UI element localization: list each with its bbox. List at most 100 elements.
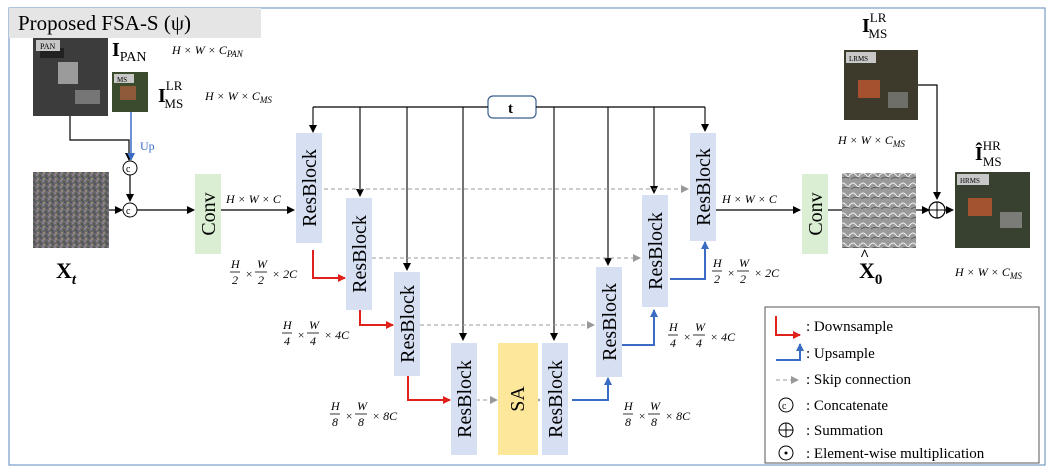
pan-label: IPAN	[112, 39, 147, 65]
self-attention-block: SA	[498, 343, 538, 455]
svg-text:H: H	[712, 256, 723, 270]
outer-frame	[8, 7, 1046, 466]
legend-downsample-icon	[775, 316, 801, 339]
ms-dim: H × W × CMS	[204, 89, 272, 105]
svg-text:4: 4	[670, 336, 676, 350]
dim-half-left: H 2 × W 2 × 2C	[230, 257, 298, 287]
svg-text:4: 4	[696, 336, 702, 350]
time-label: t	[508, 101, 513, 117]
x0-label: X0	[859, 258, 882, 288]
resblock-dec-1: ResBlock	[690, 133, 716, 241]
resblock-enc-1: ResBlock	[296, 133, 322, 243]
svg-text:W: W	[357, 399, 368, 413]
svg-text:×: ×	[727, 266, 735, 280]
svg-text:× 4C: × 4C	[710, 330, 736, 344]
svg-text:W: W	[650, 399, 661, 413]
resblock-bottleneck-2: ResBlock	[542, 343, 568, 455]
svg-text:×: ×	[297, 328, 305, 342]
dim-quarter-right: H 4 × W 4 × 4C	[668, 320, 736, 350]
up-label: Up	[140, 139, 155, 153]
noise-image	[33, 172, 109, 248]
svg-text:ResBlock: ResBlock	[693, 148, 715, 226]
svg-text:ResBlock: ResBlock	[545, 360, 567, 438]
upsample-1	[572, 377, 612, 401]
svg-text:c: c	[126, 206, 131, 217]
svg-text:×: ×	[683, 330, 691, 344]
svg-text:W: W	[309, 318, 320, 332]
dim-eighth-left: H 8 × W 8 × 8C	[330, 399, 398, 429]
lrms-dim: H × W × CMS	[837, 133, 905, 149]
svg-text:2: 2	[740, 272, 746, 286]
conv-out: Conv	[802, 174, 828, 254]
legend-sum: : Summation	[806, 423, 884, 439]
dim-quarter-left: H 4 × W 4 × 4C	[282, 318, 350, 348]
resblock-dec-2: ResBlock	[642, 195, 668, 307]
svg-text:4: 4	[310, 334, 316, 348]
ms-tag: MS	[117, 76, 127, 84]
legend-upsample: : Upsample	[806, 346, 875, 362]
dim-full-out: H × W × C	[721, 192, 778, 206]
svg-text:SA: SA	[507, 386, 529, 412]
dim-full-in: H × W × C	[225, 192, 282, 206]
conv-in: Conv	[195, 174, 221, 254]
lrms-image: LRMS	[844, 50, 918, 120]
svg-text:× 8C: × 8C	[372, 409, 398, 423]
downsample-1	[312, 250, 346, 282]
svg-text:8: 8	[625, 415, 631, 429]
svg-text:ResBlock: ResBlock	[454, 360, 476, 438]
pan-tag: PAN	[40, 42, 55, 51]
legend-sum-icon	[778, 422, 794, 438]
svg-text:×: ×	[245, 267, 253, 281]
svg-text:ResBlock: ResBlock	[599, 283, 621, 361]
resblock-enc-3: ResBlock	[394, 272, 420, 376]
svg-text:4: 4	[284, 334, 290, 348]
svg-text:× 2C: × 2C	[754, 266, 780, 280]
svg-text:W: W	[695, 320, 706, 334]
title-text: Proposed FSA-S (ψ)	[18, 11, 191, 35]
ms-image: MS	[112, 72, 148, 112]
svg-text:× 2C: × 2C	[272, 267, 298, 281]
hrms-image: HRMS	[955, 172, 1030, 248]
pan-dim: H × W × CPAN	[171, 43, 244, 59]
svg-text:W: W	[739, 256, 750, 270]
resblock-enc-2: ResBlock	[346, 198, 372, 310]
svg-text:H: H	[330, 399, 341, 413]
noise-label: Xt	[56, 258, 77, 288]
svg-text:×: ×	[638, 409, 646, 423]
svg-text:H: H	[623, 399, 634, 413]
svg-text:8: 8	[332, 415, 338, 429]
svg-text:8: 8	[651, 415, 657, 429]
svg-text:× 4C: × 4C	[324, 328, 350, 342]
svg-text:ResBlock: ResBlock	[349, 215, 371, 293]
svg-text:8: 8	[358, 415, 364, 429]
upsample-2	[622, 309, 658, 346]
svg-text:ResBlock: ResBlock	[299, 149, 321, 227]
svg-text:^: ^	[860, 247, 869, 264]
svg-text:c: c	[782, 401, 787, 412]
downsample-3	[407, 376, 451, 404]
svg-text:H: H	[230, 257, 241, 271]
svg-text:ResBlock: ResBlock	[645, 212, 667, 290]
resblock-bottleneck-1: ResBlock	[451, 343, 477, 455]
legend-upsample-icon	[776, 343, 804, 361]
svg-text:× 8C: × 8C	[665, 409, 691, 423]
svg-text:Conv: Conv	[198, 192, 220, 235]
x0-image	[842, 173, 916, 248]
legend-multiply: : Element-wise multiplication	[806, 446, 985, 462]
legend-skip: : Skip connection	[806, 372, 911, 388]
hrms-dim: H × W × CMS	[954, 265, 1022, 281]
svg-text:ResBlock: ResBlock	[397, 285, 419, 363]
svg-text:2: 2	[258, 273, 264, 287]
svg-text:c: c	[126, 164, 131, 175]
legend-downsample: : Downsample	[806, 319, 893, 335]
legend-multiply-icon	[778, 445, 794, 461]
svg-text:H: H	[282, 318, 293, 332]
title-tab	[9, 8, 261, 38]
svg-text:2: 2	[232, 273, 238, 287]
legend: : Downsample : Upsample : Skip connectio…	[764, 306, 1040, 464]
